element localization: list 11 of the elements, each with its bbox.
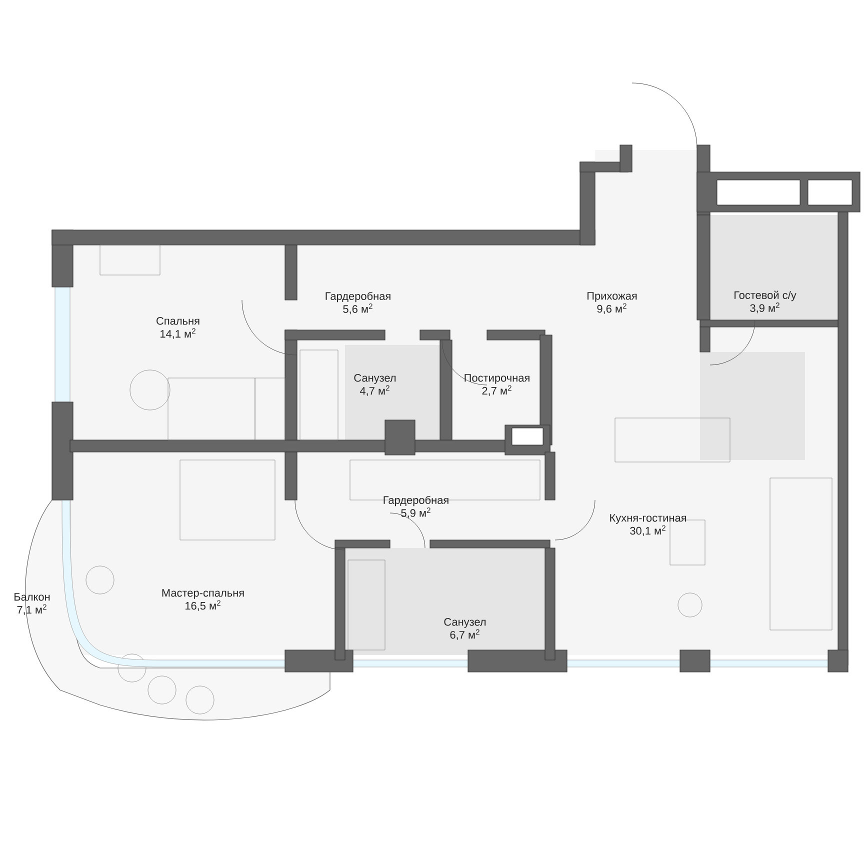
room-label: Мастер-спальня 16,5 м$^{2}$ <box>162 589 244 611</box>
room-label: Санузел 4,7 м$^{2}$ <box>354 374 396 396</box>
room-label: Спальня 14,1 м$^{2}$ <box>156 317 200 339</box>
room-label: Кухня-гостиная 30,1 м$^{2}$ <box>610 514 686 536</box>
room-label: Санузел 6,7 м$^{2}$ <box>444 618 486 640</box>
room-label: Гостевой с/у 3,9 м$^{2}$ <box>734 290 796 314</box>
room-label: Постирочная 2,7 м$^{2}$ <box>464 374 530 396</box>
room-label: Балкон 7,1 м$^{2}$ <box>14 593 50 615</box>
room-label: Гардеробная 5,9 м$^{2}$ <box>384 496 448 518</box>
room-label: Гардеробная 5,6 м$^{2}$ <box>326 292 390 314</box>
room-label: Прихожая 9,6 м$^{2}$ <box>588 292 637 314</box>
